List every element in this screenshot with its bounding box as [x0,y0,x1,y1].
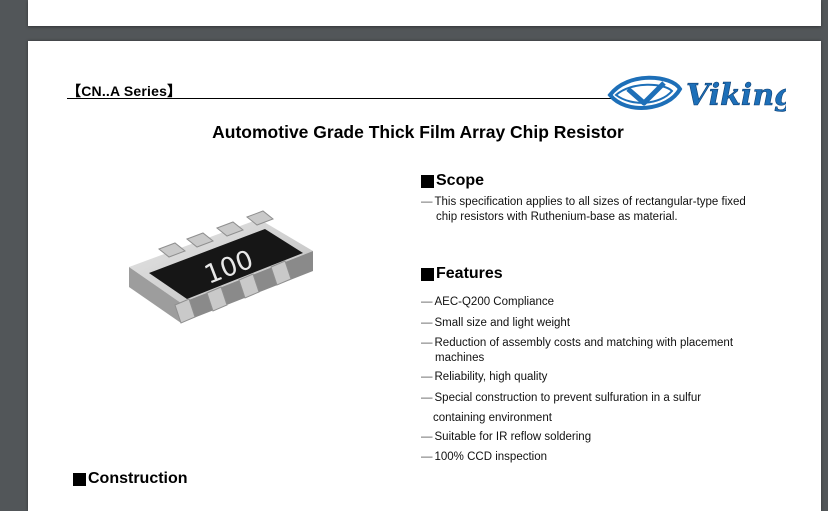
previous-page [28,0,821,26]
feature-item: —100% CCD inspection [421,451,548,463]
viking-logo: Viking [607,75,786,113]
bullet-square-icon [73,472,86,486]
bullet-square-icon [421,267,434,281]
scope-heading: Scope [421,172,484,190]
feature-item: —Small size and light weight [421,317,571,329]
datasheet-page: 【CN..A Series】 Viking Automotive Grade T… [28,41,821,511]
feature-item-continuation: machines [435,352,485,364]
features-heading: Features [421,265,503,283]
series-label: 【CN..A Series】 [67,83,182,99]
document-title: Automotive Grade Thick Film Array Chip R… [212,122,624,142]
scope-text-line-2: chip resistors with Ruthenium-base as ma… [436,211,678,223]
header-rule [67,98,613,99]
scope-text-line-1: —This specification applies to all sizes… [421,196,746,208]
logo-text: Viking [686,78,786,113]
feature-item: —Reduction of assembly costs and matchin… [421,337,734,349]
resistor-array-image: 100 [129,210,313,324]
feature-item: —Suitable for IR reflow soldering [421,431,592,443]
eye-emblem-icon [607,75,683,110]
feature-item: —AEC-Q200 Compliance [421,296,555,308]
feature-item: —Special construction to prevent sulfura… [421,392,702,404]
feature-item: —Reliability, high quality [421,371,548,383]
bullet-square-icon [421,174,434,188]
feature-item-continuation: containing environment [433,412,552,424]
construction-heading: Construction [73,470,188,488]
